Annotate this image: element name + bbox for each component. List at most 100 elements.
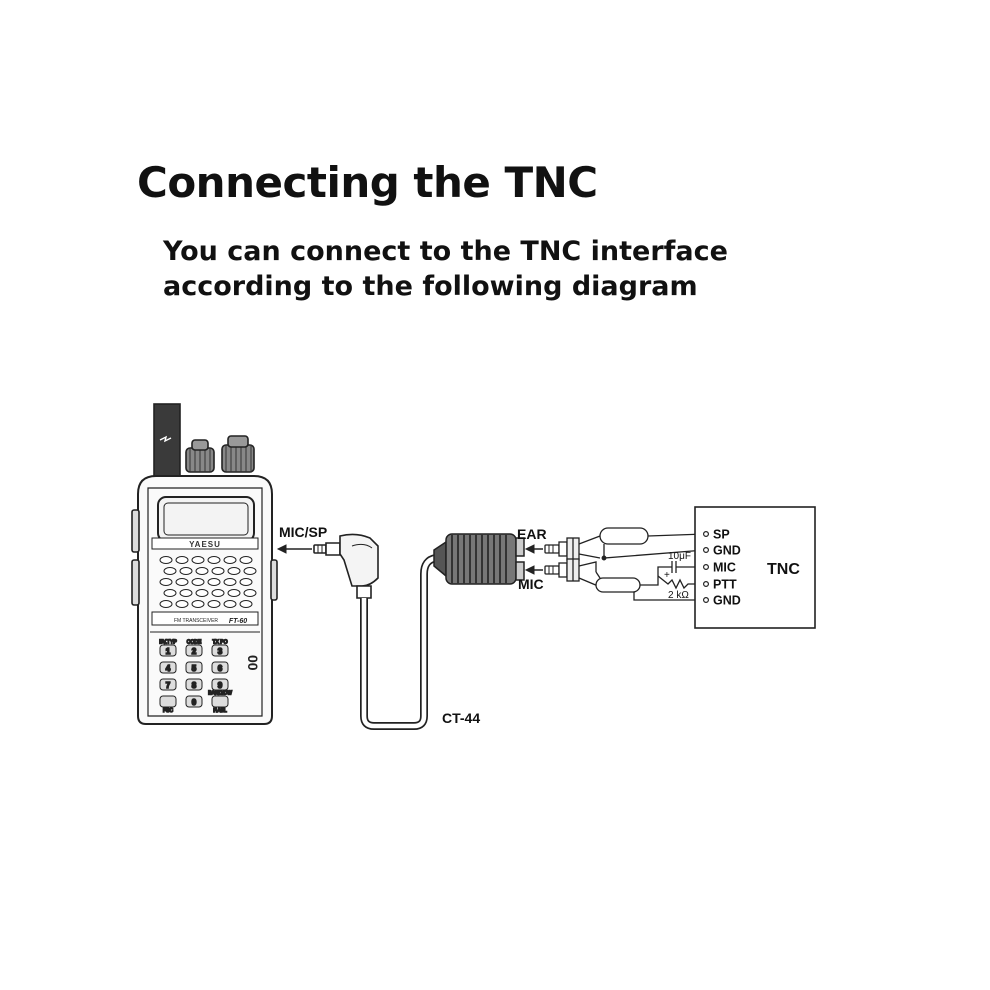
grille-slot xyxy=(159,556,173,564)
page-subtitle: You can connect to the TNC interface acc… xyxy=(163,234,728,304)
speaker-grille xyxy=(159,556,257,608)
keypad-key[interactable]: 1BV.TYP xyxy=(159,639,179,657)
right-angle-plug xyxy=(313,533,379,599)
keypad-bottom-caption: FSC xyxy=(163,708,173,714)
keypad-key[interactable]: 7 xyxy=(159,678,177,691)
tnc-pin-list: SP GND MIC PTT GND xyxy=(702,528,741,608)
resistor-label: 2 kΩ xyxy=(668,590,689,601)
ear-shielded-wire xyxy=(599,527,649,545)
polarity-mark: + xyxy=(664,570,670,581)
keypad-key-label: 2 xyxy=(192,647,197,656)
grille-slot xyxy=(211,567,225,575)
keypad-key[interactable]: 0 xyxy=(185,695,203,708)
grille-slot xyxy=(211,589,225,597)
grille-slot xyxy=(239,578,253,586)
grille-slot xyxy=(243,567,257,575)
keypad-key-label: 8 xyxy=(192,681,197,690)
channel-knob xyxy=(221,435,255,473)
keypad-key[interactable] xyxy=(159,695,177,708)
tnc-pin-label: SP xyxy=(713,528,730,542)
grille-slot xyxy=(223,578,237,586)
mic-plug xyxy=(544,558,580,582)
grille-slot xyxy=(179,589,193,597)
keypad-key[interactable]: 8 xyxy=(185,678,203,691)
keypad-key-caption: BV.TYP xyxy=(159,640,177,646)
grille-slot xyxy=(179,567,193,575)
keypad-key[interactable]: 3TX PO xyxy=(211,639,229,657)
keypad-key-label: 0 xyxy=(192,698,197,707)
radio-display xyxy=(157,496,255,542)
grille-slot xyxy=(195,589,209,597)
keypad-key-caption: CODE xyxy=(187,640,202,646)
radio-side-mark: 00 xyxy=(245,655,261,671)
keypad-key[interactable]: BAND/DW xyxy=(207,690,233,708)
grille-slot xyxy=(223,600,237,608)
keypad-bottom-caption: F.ABL xyxy=(213,708,227,714)
mic-shielded-wire xyxy=(595,577,641,593)
tnc-pin-label: MIC xyxy=(713,561,736,575)
grille-slot xyxy=(159,600,173,608)
keypad-key-label: 9 xyxy=(218,681,223,690)
radio-model: FT-60 xyxy=(229,618,247,625)
tnc-pin-terminal xyxy=(702,596,709,603)
ear-plug xyxy=(544,537,580,561)
capacitor-label: 10μF xyxy=(668,551,691,562)
mic-label: MIC xyxy=(518,576,544,592)
mic-arrow xyxy=(524,565,543,575)
tnc-pin-label: GND xyxy=(713,594,741,608)
grille-slot xyxy=(227,589,241,597)
ear-label: EAR xyxy=(517,526,547,542)
grille-slot xyxy=(239,600,253,608)
grille-slot xyxy=(191,600,205,608)
keypad-key[interactable]: 5 xyxy=(185,661,203,674)
mic-sp-arrow xyxy=(276,544,312,554)
grille-slot xyxy=(159,578,173,586)
radio-brand: YAESU xyxy=(189,540,221,549)
subtitle-line-2: according to the following diagram xyxy=(163,271,698,302)
grille-slot xyxy=(175,578,189,586)
tnc-pin-terminal xyxy=(702,546,709,553)
keypad-key-label: 5 xyxy=(192,664,197,673)
keypad-key-caption: TX PO xyxy=(212,640,227,646)
keypad-key[interactable]: 6 xyxy=(211,661,229,674)
keypad-key-label: 3 xyxy=(218,647,223,656)
keypad-key[interactable]: 4 xyxy=(159,661,177,674)
grille-slot xyxy=(207,600,221,608)
tnc-wiring xyxy=(578,527,706,601)
volume-knob xyxy=(185,439,215,473)
keypad-key-label: 7 xyxy=(166,681,171,690)
keypad-key-label: 4 xyxy=(166,664,171,673)
grille-slot xyxy=(163,567,177,575)
keypad-key[interactable]: 9 xyxy=(211,678,229,691)
tnc-pin-terminal xyxy=(702,563,709,570)
keypad-key-caption: BAND/DW xyxy=(208,691,232,697)
subtitle-line-1: You can connect to the TNC interface xyxy=(163,236,728,267)
ct-44-adapter xyxy=(433,533,525,585)
grille-slot xyxy=(243,589,257,597)
grille-slot xyxy=(223,556,237,564)
tnc-pin-terminal xyxy=(702,530,709,537)
grille-slot xyxy=(207,556,221,564)
radio-model-caption: FM TRANSCEIVER xyxy=(174,618,218,624)
grille-slot xyxy=(227,567,241,575)
ear-arrow xyxy=(524,544,543,554)
grille-slot xyxy=(175,600,189,608)
tnc-label: TNC xyxy=(767,561,800,578)
radio-antenna xyxy=(153,403,181,477)
tnc-box xyxy=(694,506,816,629)
tnc-pin-terminal xyxy=(702,580,709,587)
grille-slot xyxy=(191,578,205,586)
grille-slot xyxy=(163,589,177,597)
mic-sp-label: MIC/SP xyxy=(279,524,327,540)
keypad-key-label: 1 xyxy=(166,647,171,656)
keypad-key-label: 6 xyxy=(218,664,223,673)
grille-slot xyxy=(239,556,253,564)
tnc-pin-label: PTT xyxy=(713,578,737,592)
grille-slot xyxy=(175,556,189,564)
cable-label: CT-44 xyxy=(442,710,480,726)
grille-slot xyxy=(191,556,205,564)
tnc-pin-label: GND xyxy=(713,544,741,558)
